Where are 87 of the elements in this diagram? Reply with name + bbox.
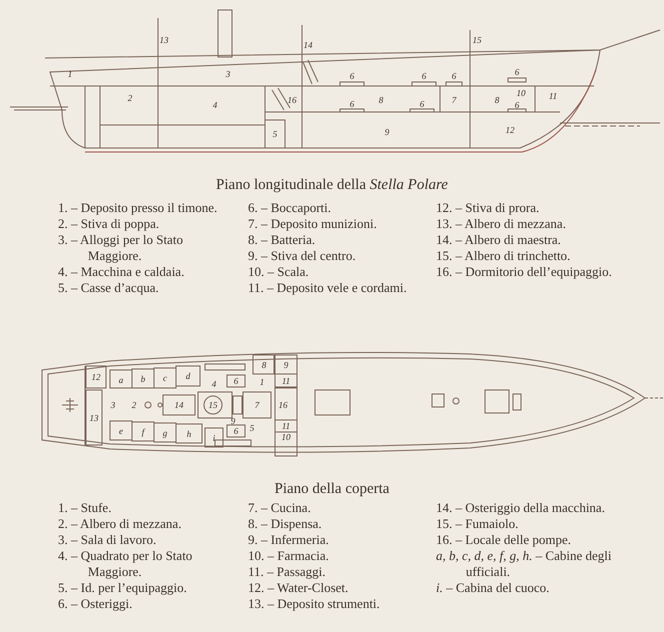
callout-number: 6 [452, 71, 456, 81]
callout-number: 2 [128, 93, 132, 103]
key-entry: 9. – Stiva del centro. [248, 248, 357, 264]
callout-number: 10 [516, 88, 526, 98]
callout-number: 5 [272, 129, 278, 139]
key-entry: 16. – Dormitorio dell’equipaggio. [436, 264, 613, 280]
key-entry: 13. – Albero di mezzana. [436, 216, 567, 232]
callout-number: 16 [278, 400, 288, 410]
key-entry: 9. – Infermeria. [248, 532, 330, 548]
callout-number: c [163, 373, 167, 383]
plan-heading: Piano longitudinale della Stella Polare [216, 176, 448, 194]
callout-number: 5 [250, 423, 254, 433]
callout-number: 4 [212, 100, 218, 110]
key-entry: 4. – Macchina e caldaia. [58, 264, 186, 280]
callout-number: 7 [254, 400, 260, 410]
callout-number: 3 [226, 69, 230, 79]
callout-number: 16 [288, 95, 296, 105]
key-entry: 7. – Deposito munizioni. [248, 216, 378, 232]
key-entry: 15. – Fumaiolo. [436, 516, 520, 532]
callout-number: b [140, 374, 146, 384]
key-entry: 11. – Deposito vele e cordami. [248, 280, 408, 296]
key-entry: 11. – Passaggi. [248, 564, 327, 580]
callout-number: 6 [234, 376, 238, 386]
callout-number: 10 [282, 432, 290, 442]
key-entry: 8. – Batteria. [248, 232, 316, 248]
callout-number: 6 [422, 71, 426, 81]
key-entry: a, b, c, d, e, f, g, h. – Cabine degli ufficiali. [436, 548, 612, 580]
key-entry: 2. – Stiva di poppa. [58, 216, 160, 232]
plan-heading: Piano della coperta [274, 480, 390, 498]
callout-number: 9 [384, 127, 390, 137]
callout-number: 6 [350, 71, 354, 81]
key-entry: 1. – Deposito presso il timone. [58, 200, 218, 216]
callout-number: 8 [494, 95, 500, 105]
callout-number: e [119, 426, 123, 436]
callout-number: a [118, 375, 124, 385]
callout-number: 7 [452, 95, 456, 105]
key-entry: 12. – Water-Closet. [248, 580, 350, 596]
callout-number: 13 [160, 35, 168, 45]
callout-number: 1 [260, 377, 264, 387]
key-entry: 8. – Dispensa. [248, 516, 323, 532]
key-entry: 2. – Albero di mezzana. [58, 516, 182, 532]
callout-number: 1 [68, 69, 72, 79]
key-entry: 3. – Sala di lavoro. [58, 532, 158, 548]
callout-number: 12 [506, 125, 514, 135]
callout-number: 2 [132, 400, 136, 410]
key-entry: 10. – Scala. [248, 264, 310, 280]
callout-number: 9 [284, 360, 288, 370]
callout-number: 6 [234, 426, 238, 436]
callout-number: 15 [472, 35, 482, 45]
callout-number: 6 [514, 100, 520, 110]
callout-number: d [186, 371, 190, 381]
key-entry: 1. – Stufe. [58, 500, 112, 516]
callout-number: f [142, 427, 144, 437]
callout-number: 11 [548, 91, 558, 101]
key-entry: 6. – Osteriggi. [58, 596, 134, 612]
callout-number: 14 [304, 40, 312, 50]
key-entry: i. – Cabina del cuoco. [436, 580, 550, 596]
callout-number: 13 [90, 413, 98, 423]
callout-number: 4 [212, 379, 216, 389]
key-entry: 12. – Stiva di prora. [436, 200, 540, 216]
key-entry: 15. – Albero di trinchetto. [436, 248, 572, 264]
key-entry: 13. – Deposito strumenti. [248, 596, 381, 612]
key-entry: 3. – Alloggi per lo Stato Maggiore. [58, 232, 184, 264]
key-entry: 14. – Albero di maestra. [436, 232, 562, 248]
callout-number: 6 [514, 67, 520, 77]
callout-number: 6 [350, 99, 354, 109]
callout-number: 8 [262, 360, 266, 370]
callout-number: 11 [282, 421, 290, 431]
callout-number: 6 [420, 99, 424, 109]
key-entry: 4. – Quadrato per lo Stato Maggiore. [58, 548, 194, 580]
callout-number: h [186, 429, 192, 439]
callout-number: 8 [378, 95, 384, 105]
key-entry: 16. – Locale delle pompe. [436, 532, 572, 548]
callout-number: 11 [282, 376, 290, 386]
key-entry: 10. – Farmacia. [248, 548, 330, 564]
key-entry: 14. – Osteriggio della macchina. [436, 500, 606, 516]
key-entry: 5. – Id. per l’equipaggio. [58, 580, 188, 596]
callout-number: 14 [174, 400, 184, 410]
key-entry: 5. – Casse d’acqua. [58, 280, 160, 296]
callout-number: 3 [110, 400, 116, 410]
callout-number: 9 [230, 416, 236, 426]
callout-number: 12 [92, 372, 100, 382]
callout-number: i [212, 433, 216, 443]
key-entry: 7. – Cucina. [248, 500, 312, 516]
key-entry: 6. – Boccaporti. [248, 200, 332, 216]
callout-number: 15 [208, 400, 218, 410]
callout-number: g [162, 428, 168, 438]
